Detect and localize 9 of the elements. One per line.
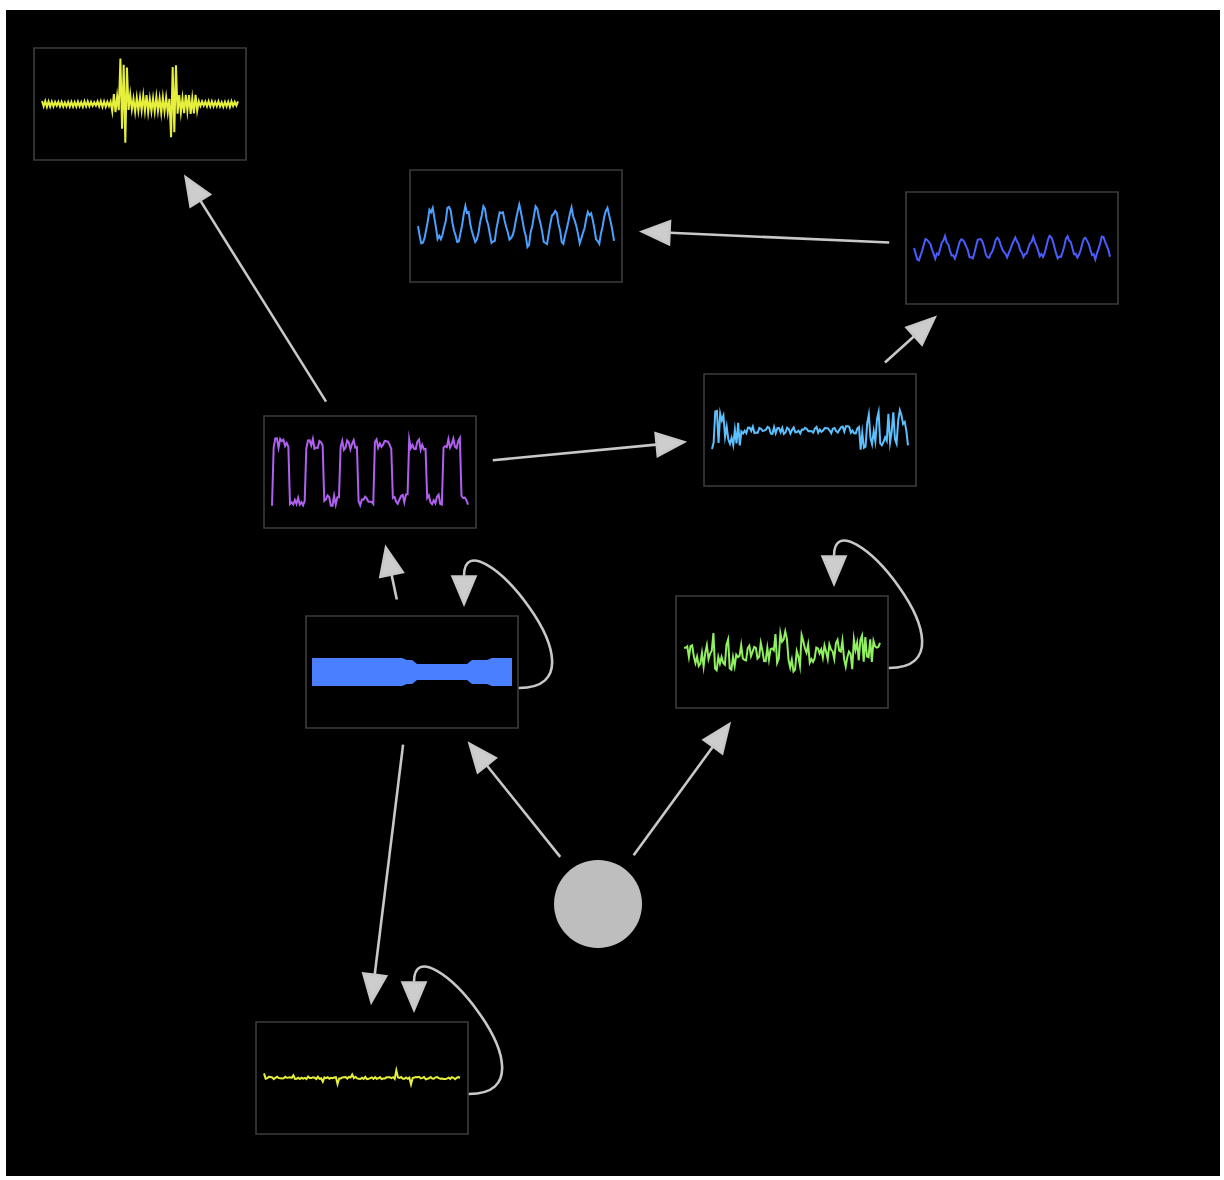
picture — [33, 47, 247, 161]
picture — [305, 615, 519, 729]
circle — [554, 859, 642, 948]
picture — [263, 415, 477, 529]
picture — [255, 1021, 469, 1135]
picture — [703, 373, 917, 487]
picture — [409, 169, 623, 283]
picture — [675, 595, 889, 709]
picture — [905, 191, 1119, 305]
